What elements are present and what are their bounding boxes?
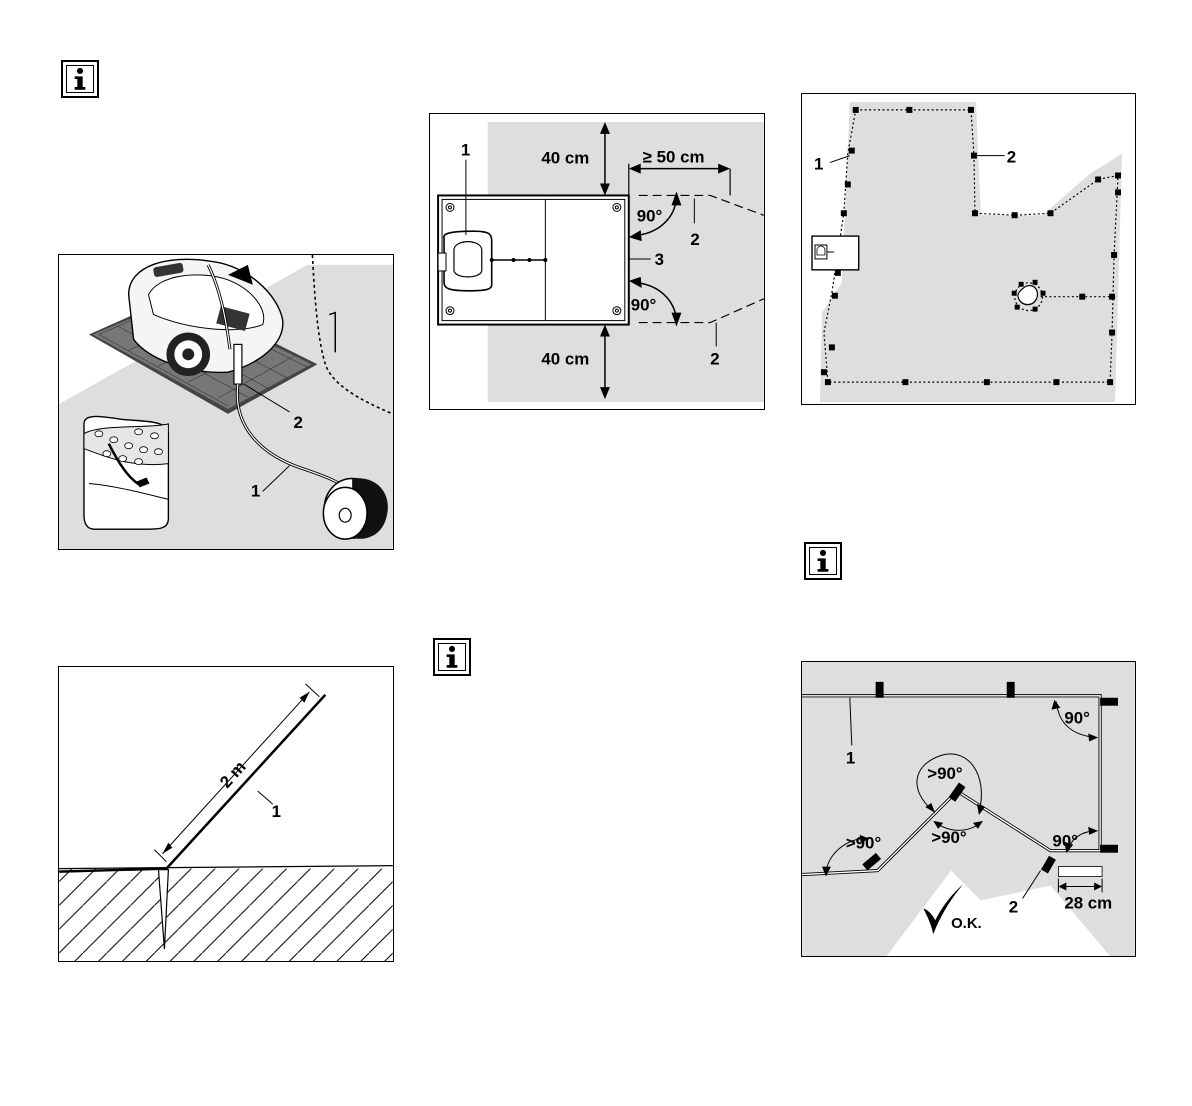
angle-corner-bottom-label: 90° xyxy=(1052,832,1078,851)
top-clearance-label: 40 cm xyxy=(541,149,589,168)
callout-wire: 1 xyxy=(846,748,855,767)
callout-station: 1 xyxy=(461,141,470,160)
info-icon xyxy=(804,542,842,580)
angle-bottom-label: 90° xyxy=(631,296,657,315)
angle-obtuse-left-label: >90° xyxy=(846,834,882,853)
callout-plate-edge: 3 xyxy=(655,250,664,269)
callout-wire: 1 xyxy=(251,481,260,500)
callout-peg: 2 xyxy=(1009,897,1018,916)
figure-wire-angles: 90° 90° >90° >90° >90° 28 cm O.K. 1 2 xyxy=(801,661,1136,957)
info-icon xyxy=(61,60,99,98)
bottom-clearance-label: 40 cm xyxy=(541,349,589,368)
info-icon xyxy=(433,638,471,676)
figure-mower-wire-install: 2 1 xyxy=(58,254,394,550)
angle-obtuse-top-label: >90° xyxy=(927,764,963,783)
callout-wire: 1 xyxy=(272,802,281,821)
callout-station: 2 xyxy=(294,413,303,432)
figure-wire-stake: 2 m 1 xyxy=(58,666,394,962)
callout-wire: 1 xyxy=(814,155,823,174)
callout-wire-bottom: 2 xyxy=(710,349,719,368)
callout-wire-top: 2 xyxy=(690,230,699,249)
ok-label: O.K. xyxy=(951,916,982,932)
angle-corner-top-label: 90° xyxy=(1064,709,1090,728)
figure-garden-layout: 1 2 xyxy=(801,93,1136,405)
angle-obtuse-inner-label: >90° xyxy=(931,828,967,847)
wire-reel xyxy=(323,478,388,539)
angle-top-label: 90° xyxy=(637,206,663,225)
callout-pegs: 2 xyxy=(1007,148,1016,167)
min-distance-label: ≥ 50 cm xyxy=(643,148,705,167)
distance-label: 28 cm xyxy=(1064,893,1112,912)
inset-detail xyxy=(84,416,168,529)
figure-dock-clearance: 40 cm 40 cm ≥ 50 cm 90° 90° 1 2 3 2 xyxy=(429,113,765,410)
